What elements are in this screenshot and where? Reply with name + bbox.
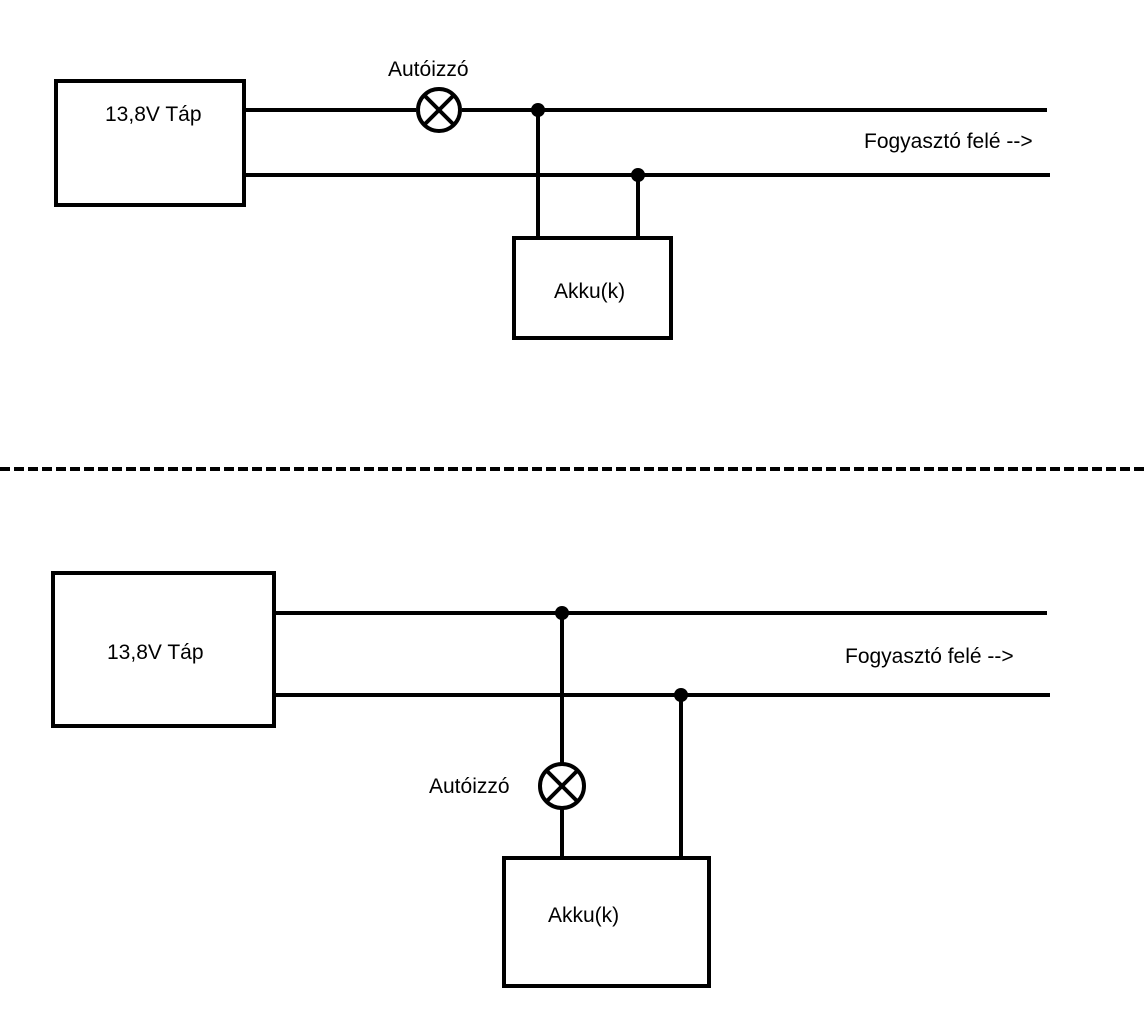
battery-box	[502, 856, 711, 988]
lamp-icon	[416, 87, 462, 133]
power-supply-label: 13,8V Táp	[105, 103, 202, 126]
diagram-1-series-lamp: 13,8V Táp Autóizzó Akku(k) Fogyasztó fel…	[54, 58, 1050, 340]
battery-label: Akku(k)	[548, 904, 619, 927]
load-direction-label: Fogyasztó felé -->	[864, 130, 1033, 153]
lamp-icon	[538, 762, 586, 810]
lamp-label: Autóizzó	[429, 775, 510, 798]
battery-box	[512, 236, 673, 340]
diagram-2-branch-lamp: 13,8V Táp Autóizzó Akku(k) Fogyasztó fel…	[51, 571, 1050, 988]
load-direction-label: Fogyasztó felé -->	[845, 645, 1014, 668]
power-supply-box	[54, 79, 246, 207]
power-supply-label: 13,8V Táp	[107, 641, 204, 664]
battery-label: Akku(k)	[554, 280, 625, 303]
power-supply-box	[51, 571, 276, 728]
lamp-label: Autóizzó	[388, 58, 469, 81]
